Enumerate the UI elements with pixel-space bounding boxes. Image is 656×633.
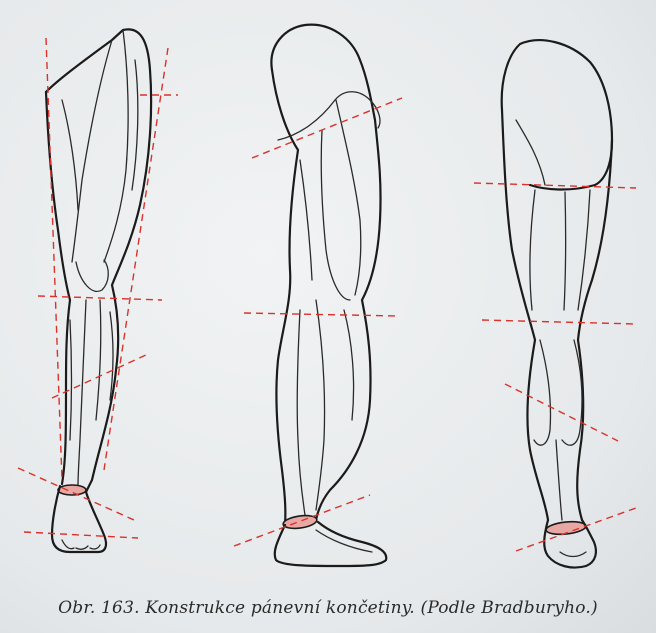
- guide-side-hip: [251, 97, 403, 159]
- guide-side-ankle: [233, 494, 371, 547]
- guide-side-knee: [243, 312, 399, 317]
- guide-front-ankle: [17, 467, 135, 521]
- construction-guides: [17, 37, 637, 552]
- side-view-leg: [270, 23, 388, 568]
- guide-back-knee: [481, 319, 637, 325]
- figure-caption: Obr. 163. Konstrukce pánevní končetiny. …: [58, 598, 598, 618]
- front-view-leg: [44, 28, 153, 554]
- guide-front-knee: [37, 295, 163, 301]
- guide-back-calf: [504, 383, 619, 442]
- guide-back-ankle: [515, 507, 637, 552]
- guide-front-axis-left: [45, 37, 63, 481]
- guide-front-calf: [51, 353, 149, 399]
- back-view-leg: [500, 39, 614, 569]
- guide-front-axis-right: [103, 47, 169, 471]
- leg-construction-figure: [17, 23, 637, 569]
- guide-front-foot: [23, 531, 139, 539]
- guide-back-hip: [473, 182, 637, 189]
